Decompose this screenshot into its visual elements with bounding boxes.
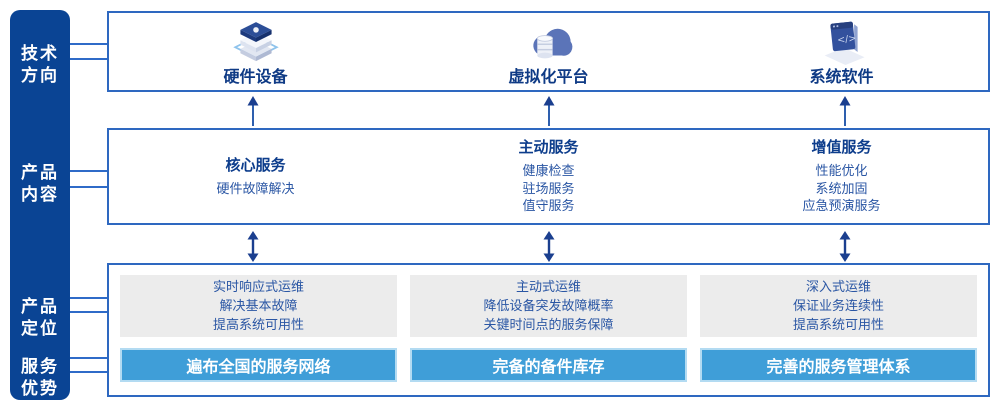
connector-line [70,357,107,359]
double-arrow [839,231,851,262]
product-positioning-box: 实时响应式运维 解决基本故障 提高系统可用性 遍布全国的服务网络 主动式运维 降… [107,263,990,397]
double-arrow [543,231,555,262]
active-service-column: 主动服务 健康检查 驻场服务 值守服务 [402,130,695,223]
connector-line [70,311,107,313]
positioning-line: 降低设备突发故障概率 [483,298,614,314]
positioning-column-realtime: 实时响应式运维 解决基本故障 提高系统可用性 遍布全国的服务网络 [120,275,397,395]
column-title: 核心服务 [225,155,286,174]
advantage-bar: 遍布全国的服务网络 [120,348,397,382]
positioning-line: 解决基本故障 [219,298,298,314]
connector-line [70,170,107,172]
service-item: 性能优化 [815,164,868,180]
service-item: 系统加固 [815,181,868,197]
service-item: 硬件故障解决 [216,181,295,197]
rail-label-service-advantage: 服务 优势 [21,357,59,399]
tech-label: 虚拟化平台 [508,67,589,86]
service-item: 健康检查 [522,164,575,180]
double-arrow [247,231,259,262]
connector-line [70,297,107,299]
core-service-column: 核心服务 硬件故障解决 [109,130,402,223]
cloud-database-icon [522,18,576,66]
positioning-line: 实时响应式运维 [212,279,304,295]
service-item: 应急预演服务 [802,199,881,215]
positioning-line: 深入式运维 [805,279,871,295]
connector-line [70,371,107,373]
rail-label-tech-direction: 技术 方向 [21,44,59,86]
code-window-icon: </> [816,18,868,66]
up-arrow [247,96,259,126]
positioning-line: 提高系统可用性 [792,317,884,333]
rail-label-product-content: 产品 内容 [21,163,59,205]
svg-text:</>: </> [836,33,856,46]
service-item: 值守服务 [522,199,575,215]
connector-line [70,43,107,45]
positioning-panel: 深入式运维 保证业务连续性 提高系统可用性 [700,275,977,337]
tech-item-hardware: 硬件设备 [109,13,402,90]
positioning-line: 主动式运维 [515,279,581,295]
positioning-column-proactive: 主动式运维 降低设备突发故障概率 关键时间点的服务保障 完备的备件库存 [410,275,687,395]
value-added-service-column: 增值服务 性能优化 系统加固 应急预演服务 [695,130,988,223]
tech-item-system-software: </> 系统软件 [695,13,988,90]
up-arrow [839,96,851,126]
rail-label-product-positioning: 产品 定位 [21,297,59,339]
positioning-panel: 实时响应式运维 解决基本故障 提高系统可用性 [120,275,397,337]
connector-line [70,58,107,60]
tech-label: 硬件设备 [223,67,288,86]
service-item: 驻场服务 [522,181,575,197]
connector-line [70,186,107,188]
positioning-panel: 主动式运维 降低设备突发故障概率 关键时间点的服务保障 [410,275,687,337]
column-title: 增值服务 [811,138,872,157]
positioning-column-indepth: 深入式运维 保证业务连续性 提高系统可用性 完善的服务管理体系 [700,275,977,395]
tech-label: 系统软件 [809,67,874,86]
tech-direction-box: 硬件设备 虚拟化平台 [107,11,990,92]
column-title: 主动服务 [518,138,579,157]
positioning-line: 关键时间点的服务保障 [483,317,614,333]
left-rail: 技术 方向 产品 内容 产品 定位 服务 优势 [10,10,70,400]
tech-item-virtualization: 虚拟化平台 [402,13,695,90]
positioning-line: 提高系统可用性 [212,317,304,333]
product-content-box: 核心服务 硬件故障解决 主动服务 健康检查 驻场服务 值守服务 增值服务 性能优… [107,128,990,225]
advantage-bar: 完备的备件库存 [410,348,687,382]
server-stack-icon [230,18,282,66]
up-arrow [543,96,555,126]
advantage-bar: 完善的服务管理体系 [700,348,977,382]
positioning-line: 保证业务连续性 [792,298,884,314]
